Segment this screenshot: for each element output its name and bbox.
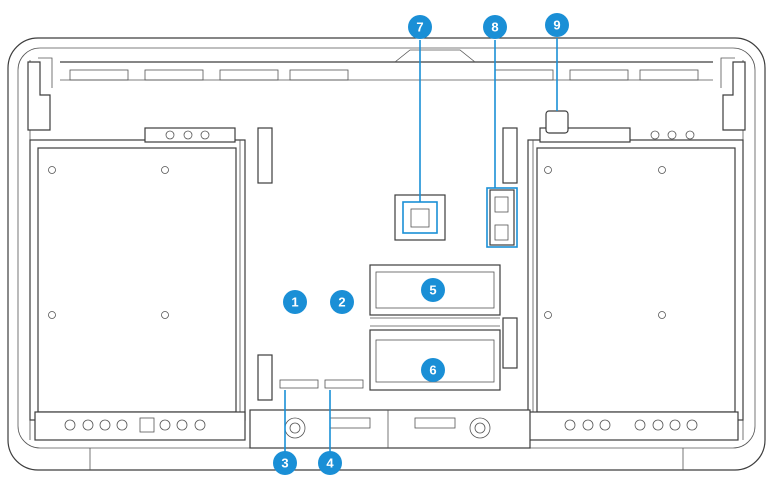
top-rail xyxy=(60,49,713,81)
callout-5-label: 5 xyxy=(429,283,436,298)
leader-lines xyxy=(284,38,558,452)
corner-brackets xyxy=(27,57,746,131)
callout-7-label: 7 xyxy=(416,20,423,35)
callout-4-label: 4 xyxy=(326,456,334,471)
right-drive-bay xyxy=(502,127,744,441)
callout-3: 3 xyxy=(273,451,297,475)
callout-2: 2 xyxy=(330,290,354,314)
callout-7: 7 xyxy=(408,15,432,39)
callout-8: 8 xyxy=(483,15,507,39)
callout-8-label: 8 xyxy=(491,20,498,35)
callout-2-label: 2 xyxy=(338,295,345,310)
callout-3-marker xyxy=(273,451,297,475)
callout-6: 6 xyxy=(421,358,445,382)
callout-6-marker xyxy=(421,358,445,382)
callout-1-marker xyxy=(283,290,307,314)
callout-4: 4 xyxy=(318,451,342,475)
callout-9-label: 9 xyxy=(553,18,560,33)
callout-8-marker xyxy=(483,15,507,39)
callout-5-marker xyxy=(421,278,445,302)
callout-6-label: 6 xyxy=(429,363,436,378)
callout-1-label: 1 xyxy=(291,295,298,310)
callout-9-marker xyxy=(545,13,569,37)
callout-7-marker xyxy=(408,15,432,39)
center-board xyxy=(249,110,569,449)
callout-5: 5 xyxy=(421,278,445,302)
callout-9: 9 xyxy=(545,13,569,37)
left-drive-bay xyxy=(29,127,273,441)
callout-1: 1 xyxy=(283,290,307,314)
callout-4-marker xyxy=(318,451,342,475)
highlight-box-8 xyxy=(486,187,518,248)
callout-3-label: 3 xyxy=(281,456,288,471)
callout-2-marker xyxy=(330,290,354,314)
